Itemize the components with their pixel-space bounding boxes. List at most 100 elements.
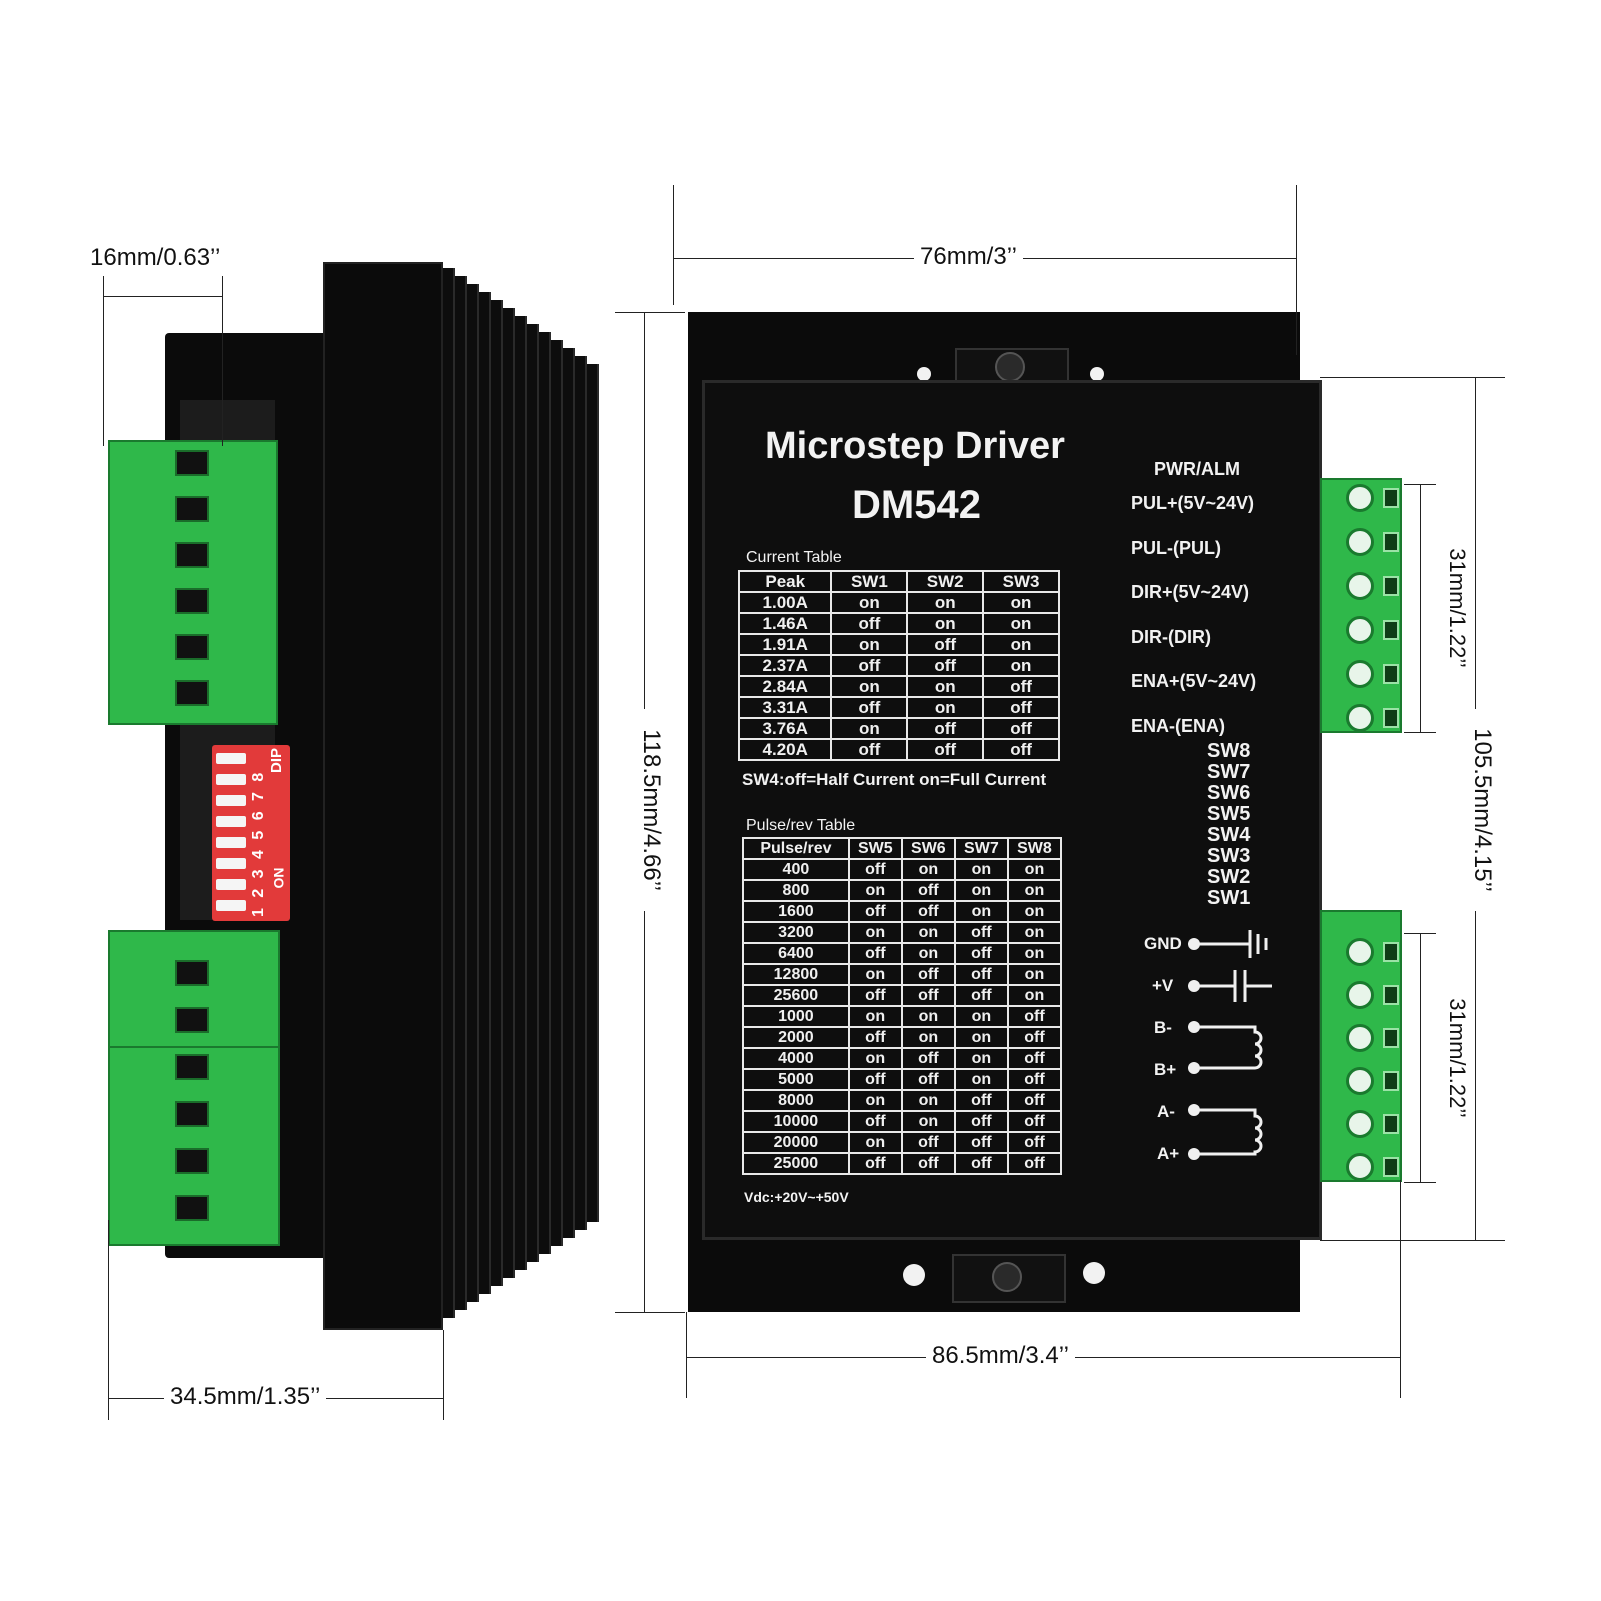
dim-ext-line [1404, 732, 1436, 733]
current-table-title: Current Table [746, 549, 842, 566]
dim-line [1420, 933, 1421, 1182]
table-cell: 1.46A [737, 612, 833, 635]
table-cell: on [1006, 900, 1063, 923]
table-cell: 8000 [742, 1089, 850, 1112]
table-cell: on [900, 1110, 956, 1133]
table-cell: off [982, 675, 1060, 698]
dip-toggle[interactable] [216, 858, 246, 869]
dip-numbers: 1 2 3 4 5 6 7 8 [250, 769, 267, 917]
terminal-screw[interactable] [1346, 981, 1374, 1009]
height-total-label: 118.5mm/4.66’’ [637, 709, 665, 911]
table-header-cell: SW8 [1006, 837, 1063, 860]
power-pin-label: GND [1144, 934, 1182, 953]
dim-line [1420, 484, 1421, 732]
table-cell: on [1006, 984, 1063, 1007]
table-cell: 1.91A [737, 633, 833, 656]
power-pin-label: B- [1154, 1018, 1172, 1037]
a-minus-terminal [1188, 1104, 1200, 1116]
table-cell: off [1006, 1026, 1063, 1049]
terminal-screw[interactable] [1346, 1067, 1374, 1095]
table-cell: on [953, 900, 1009, 923]
terminal-pinhole [1383, 1071, 1399, 1091]
table-cell: off [847, 1152, 903, 1175]
terminal-screw[interactable] [1346, 528, 1374, 556]
table-cell: on [830, 591, 909, 614]
terminal-slot [175, 1101, 209, 1127]
signal-pin-label: DIR+(5V~24V) [1131, 582, 1250, 602]
v-terminal [1188, 980, 1200, 992]
dim-ext-line [1400, 1180, 1401, 1398]
dip-toggle[interactable] [216, 774, 246, 785]
heatsink-fin [539, 332, 551, 1254]
dip-switch[interactable]: 1 2 3 4 5 6 7 8 [212, 745, 290, 921]
panel-model: DM542 [852, 483, 981, 527]
table-header-cell: SW2 [906, 570, 985, 593]
height-panel-label: 105.5mm/4.15’’ [1468, 709, 1496, 911]
table-cell: off [1006, 1047, 1063, 1070]
terminal-pinhole [1383, 708, 1399, 728]
table-cell: off [900, 879, 956, 902]
dip-toggle[interactable] [216, 900, 246, 911]
terminal-slot [175, 542, 209, 568]
table-cell: on [982, 591, 1060, 614]
dip-toggle[interactable] [216, 753, 246, 764]
dim-ext-line [673, 185, 674, 305]
table-cell: on [900, 942, 956, 965]
signal-terminal-block [1320, 478, 1402, 733]
terminal-slot [175, 496, 209, 522]
terminal-screw[interactable] [1346, 616, 1374, 644]
table-header-cell: SW6 [900, 837, 956, 860]
table-cell: 25600 [742, 984, 850, 1007]
table-cell: 4000 [742, 1047, 850, 1070]
heatsink-fin [527, 324, 539, 1262]
heatsink-fin [587, 364, 599, 1222]
table-cell: off [982, 696, 1060, 719]
terminal-slot [175, 680, 209, 706]
front-width-bottom-label: 86.5mm/3.4’’ [926, 1342, 1075, 1370]
mount-hole [1083, 1262, 1105, 1284]
terminal-screw[interactable] [1346, 572, 1374, 600]
power-pin-label: +V [1152, 976, 1174, 995]
coil-a [1194, 1108, 1263, 1156]
dip-toggle[interactable] [216, 879, 246, 890]
table-cell: off [1006, 1152, 1063, 1175]
power-pin-label: A+ [1157, 1144, 1180, 1163]
terminal-pinhole [1383, 942, 1399, 962]
table-cell: off [900, 1131, 956, 1154]
wiring-symbols [1188, 930, 1272, 1160]
table-cell: 1600 [742, 900, 850, 923]
terminal-slot [175, 588, 209, 614]
dip-sw-label: SW5 [1207, 803, 1251, 825]
table-cell: on [900, 921, 956, 944]
dip-toggle[interactable] [216, 837, 246, 848]
dip-dip-label: DIP [268, 747, 286, 774]
terminal-screw[interactable] [1346, 1024, 1374, 1052]
side-depth-top-label: 16mm/0.63’’ [84, 244, 227, 272]
terminal-slot [175, 1054, 209, 1080]
terminal-screw[interactable] [1346, 938, 1374, 966]
table-cell: 3.76A [737, 717, 833, 740]
vdc-label: Vdc:+20V~+50V [744, 1189, 849, 1205]
power-pin-label: A- [1157, 1102, 1175, 1121]
table-cell: on [1006, 879, 1063, 902]
terminal-screw[interactable] [1346, 1153, 1374, 1181]
terminal-screw[interactable] [1346, 660, 1374, 688]
dip-sw-label: SW3 [1207, 845, 1251, 867]
dip-toggle[interactable] [216, 795, 246, 806]
dip-toggle[interactable] [216, 816, 246, 827]
power-pin-label: B+ [1154, 1060, 1177, 1079]
table-cell: on [847, 1047, 903, 1070]
terminal-screw[interactable] [1346, 704, 1374, 732]
signal-pin-label: PUL-(PUL) [1131, 537, 1221, 558]
table-cell: off [1006, 1005, 1063, 1028]
terminal-screw[interactable] [1346, 1110, 1374, 1138]
table-cell: off [953, 984, 1009, 1007]
terminal-screw[interactable] [1346, 484, 1374, 512]
